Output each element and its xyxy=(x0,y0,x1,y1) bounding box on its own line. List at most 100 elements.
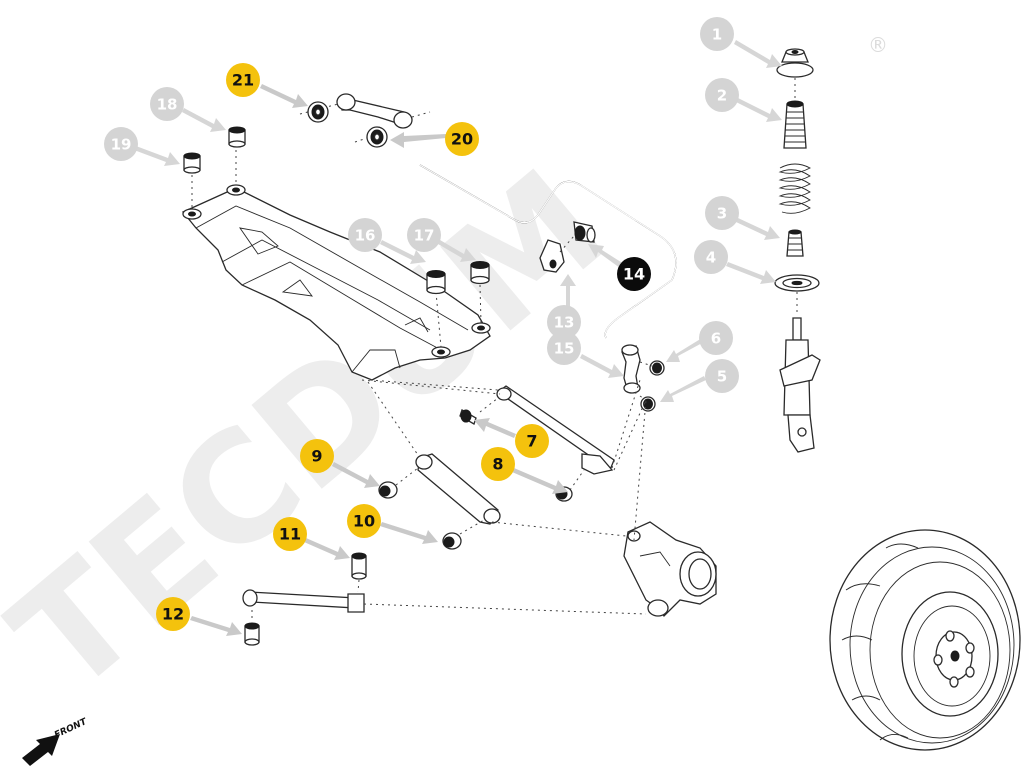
callout-badge-circle xyxy=(694,240,728,274)
callout-8: 8 xyxy=(481,447,515,481)
callout-number: 5 xyxy=(717,368,727,386)
callout-16: 16 xyxy=(348,218,382,252)
callout-number: 16 xyxy=(355,227,376,245)
callout-20: 20 xyxy=(445,122,479,156)
callout-18: 18 xyxy=(150,87,184,121)
front-direction-indicator: FRONT xyxy=(22,717,89,766)
bushing-17 xyxy=(470,261,490,285)
callout-badge-circle xyxy=(156,597,190,631)
callout-number: 13 xyxy=(554,314,575,332)
callout-7: 7 xyxy=(515,424,549,458)
callout-number: 3 xyxy=(717,205,727,223)
spring-seat-4 xyxy=(774,274,820,292)
callout-number: 20 xyxy=(451,130,473,149)
dust-boot-2 xyxy=(783,100,807,149)
subframe-bushings xyxy=(183,126,490,295)
callout-number: 6 xyxy=(711,330,721,348)
callout-number: 17 xyxy=(414,227,435,245)
callout-21: 21 xyxy=(226,63,260,97)
toe-link xyxy=(242,552,367,646)
callout-5: 5 xyxy=(705,359,739,393)
bushing-16 xyxy=(426,270,446,295)
bushing-9 xyxy=(378,481,398,499)
shock-absorber xyxy=(779,317,821,453)
callout-number: 18 xyxy=(157,96,178,114)
callout-badge-circle xyxy=(705,359,739,393)
callout-6: 6 xyxy=(699,321,733,355)
callout-number: 11 xyxy=(279,525,301,544)
callout-badge-circle xyxy=(481,447,515,481)
callout-badge-circle xyxy=(347,504,381,538)
upper-arm xyxy=(299,93,431,148)
bump-stop-3 xyxy=(786,229,804,257)
callout-badge-circle xyxy=(547,331,581,365)
callout-badge-circle xyxy=(226,63,260,97)
bushing-7 xyxy=(459,409,477,425)
bushing-10 xyxy=(442,532,462,550)
callout-badge-circle xyxy=(407,218,441,252)
bushing-20 xyxy=(366,126,388,148)
callout-number: 19 xyxy=(111,136,132,154)
stabilizer-bar xyxy=(419,164,677,339)
callout-badge-circle xyxy=(445,122,479,156)
callout-10: 10 xyxy=(347,504,381,538)
callout-badge-circle xyxy=(300,439,334,473)
callout-badge-circle xyxy=(150,87,184,121)
callout-4: 4 xyxy=(694,240,728,274)
stabilizer-link xyxy=(621,344,665,412)
strut-assembly xyxy=(774,48,821,453)
callout-11: 11 xyxy=(273,517,307,551)
callout-number: 10 xyxy=(353,512,375,531)
wheel xyxy=(829,529,1021,751)
callout-13: 13 xyxy=(547,305,581,339)
callout-12: 12 xyxy=(156,597,190,631)
callout-badge-circle xyxy=(547,305,581,339)
bushing-12 xyxy=(244,622,260,646)
front-arrow-icon xyxy=(22,734,60,766)
callout-17: 17 xyxy=(407,218,441,252)
bushing-21 xyxy=(307,101,329,123)
callout-19: 19 xyxy=(104,127,138,161)
bushing-11 xyxy=(351,552,367,580)
front-label: FRONT xyxy=(53,717,89,741)
callout-badge-circle xyxy=(273,517,307,551)
callout-badge-circle xyxy=(705,196,739,230)
callout-2: 2 xyxy=(705,78,739,112)
callout-number: 1 xyxy=(712,26,722,44)
callout-number: 2 xyxy=(717,87,727,105)
coil-spring xyxy=(778,163,811,214)
callout-number: 7 xyxy=(526,432,537,451)
link-bushing-6 xyxy=(649,360,665,376)
callout-badge-circle xyxy=(617,257,651,291)
callout-1: 1 xyxy=(700,17,734,51)
link-bushing-5 xyxy=(640,396,656,412)
callout-number: 8 xyxy=(492,455,503,474)
callout-number: 9 xyxy=(311,447,322,466)
callout-badge-circle xyxy=(515,424,549,458)
callout-badge-circle xyxy=(700,17,734,51)
rear-subframe xyxy=(181,150,491,381)
callout-badge-circle xyxy=(348,218,382,252)
callout-14: 14 xyxy=(617,257,651,291)
callout-number: 4 xyxy=(706,249,716,267)
lower-arm xyxy=(378,453,501,550)
callout-badge-circle xyxy=(699,321,733,355)
bushing-18 xyxy=(228,126,246,148)
connection-lines xyxy=(361,379,647,615)
callout-badge-circle xyxy=(104,127,138,161)
callout-arrows xyxy=(134,40,782,636)
callout-number: 15 xyxy=(554,340,575,358)
callout-number: 12 xyxy=(162,605,184,624)
callout-3: 3 xyxy=(705,196,739,230)
registered-mark: ® xyxy=(868,33,888,57)
stabilizer-bushing-14 xyxy=(573,221,596,243)
callout-badge-circle xyxy=(705,78,739,112)
callout-9: 9 xyxy=(300,439,334,473)
callout-number: 14 xyxy=(623,265,645,284)
callout-number: 21 xyxy=(232,71,254,90)
stabilizer-clamp-13 xyxy=(539,239,565,273)
top-mount-1 xyxy=(776,48,814,78)
